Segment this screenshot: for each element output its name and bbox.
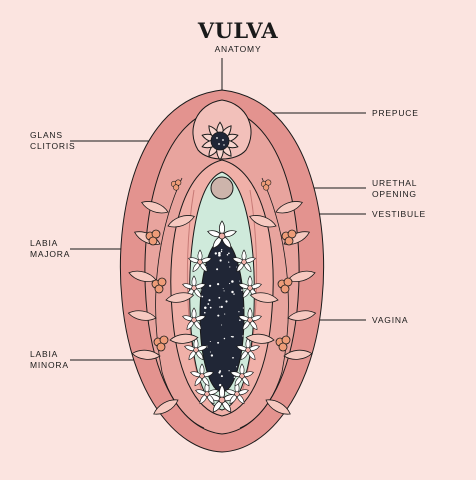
left-branch — [127, 177, 205, 429]
star-dot — [218, 371, 221, 374]
star-dot — [238, 280, 240, 282]
star-dot — [201, 295, 204, 298]
star-dot — [232, 335, 234, 338]
star-dot — [208, 284, 212, 287]
star-dot — [229, 283, 231, 285]
star-dot — [220, 250, 223, 253]
star-dot — [219, 306, 221, 308]
star-dot — [239, 319, 241, 321]
label-vestibule: VESTIBULE — [372, 209, 426, 219]
label-vagina: VAGINA — [372, 315, 409, 325]
star-dot — [229, 266, 231, 268]
star-dot — [209, 351, 211, 353]
star-dot — [228, 370, 230, 372]
star-dot — [216, 268, 219, 271]
diagram-title: VULVA — [197, 18, 279, 43]
label-glans-clitoris: GLANS CLITORIS — [30, 130, 76, 151]
star-dot — [204, 306, 207, 309]
star-dot — [224, 313, 226, 315]
star-dot — [210, 354, 214, 357]
star-dot — [231, 290, 234, 294]
star-dot — [241, 289, 243, 291]
star-dot — [209, 306, 212, 309]
glans-clitoris-shape — [194, 114, 247, 167]
label-labia-majora: LABIA MAJORA — [30, 238, 71, 259]
star-dot — [226, 254, 229, 256]
star-dot — [204, 311, 206, 314]
star-dot — [233, 293, 235, 295]
right-branch — [239, 177, 317, 429]
star-dot — [242, 307, 244, 309]
star-dot — [221, 249, 223, 251]
star-dot — [208, 299, 211, 302]
star-dot — [217, 314, 220, 317]
star-dot — [236, 366, 238, 368]
star-dot — [228, 252, 230, 255]
star-dot — [218, 251, 221, 255]
star-dot — [220, 305, 223, 309]
star-dot — [217, 283, 220, 286]
star-dot — [209, 340, 211, 343]
star-dot — [221, 324, 223, 326]
star-dot — [232, 356, 234, 359]
star-dot — [218, 296, 221, 299]
star-dot — [225, 300, 228, 303]
label-urethral-opening: URETHAL OPENING — [372, 178, 418, 199]
urethral-opening-shape — [210, 176, 234, 200]
label-prepuce: PREPUCE — [372, 108, 419, 118]
star-dot — [238, 311, 240, 313]
star-dot — [219, 259, 222, 262]
star-dot — [230, 335, 233, 338]
star-dot — [218, 253, 221, 257]
star-dot — [214, 252, 217, 255]
star-dot — [223, 337, 226, 340]
star-dot — [220, 375, 223, 378]
label-labia-minora: LABIA MINORA — [30, 349, 69, 370]
star-dot — [236, 266, 237, 268]
diagram-subtitle: ANATOMY — [214, 44, 262, 54]
star-dot — [231, 280, 234, 283]
star-dot — [217, 341, 220, 344]
star-dot — [222, 288, 224, 290]
star-dot — [228, 261, 230, 263]
star-dot — [219, 383, 222, 387]
star-dot — [207, 303, 210, 305]
vagina-shape — [199, 239, 245, 393]
star-dot — [223, 290, 225, 292]
